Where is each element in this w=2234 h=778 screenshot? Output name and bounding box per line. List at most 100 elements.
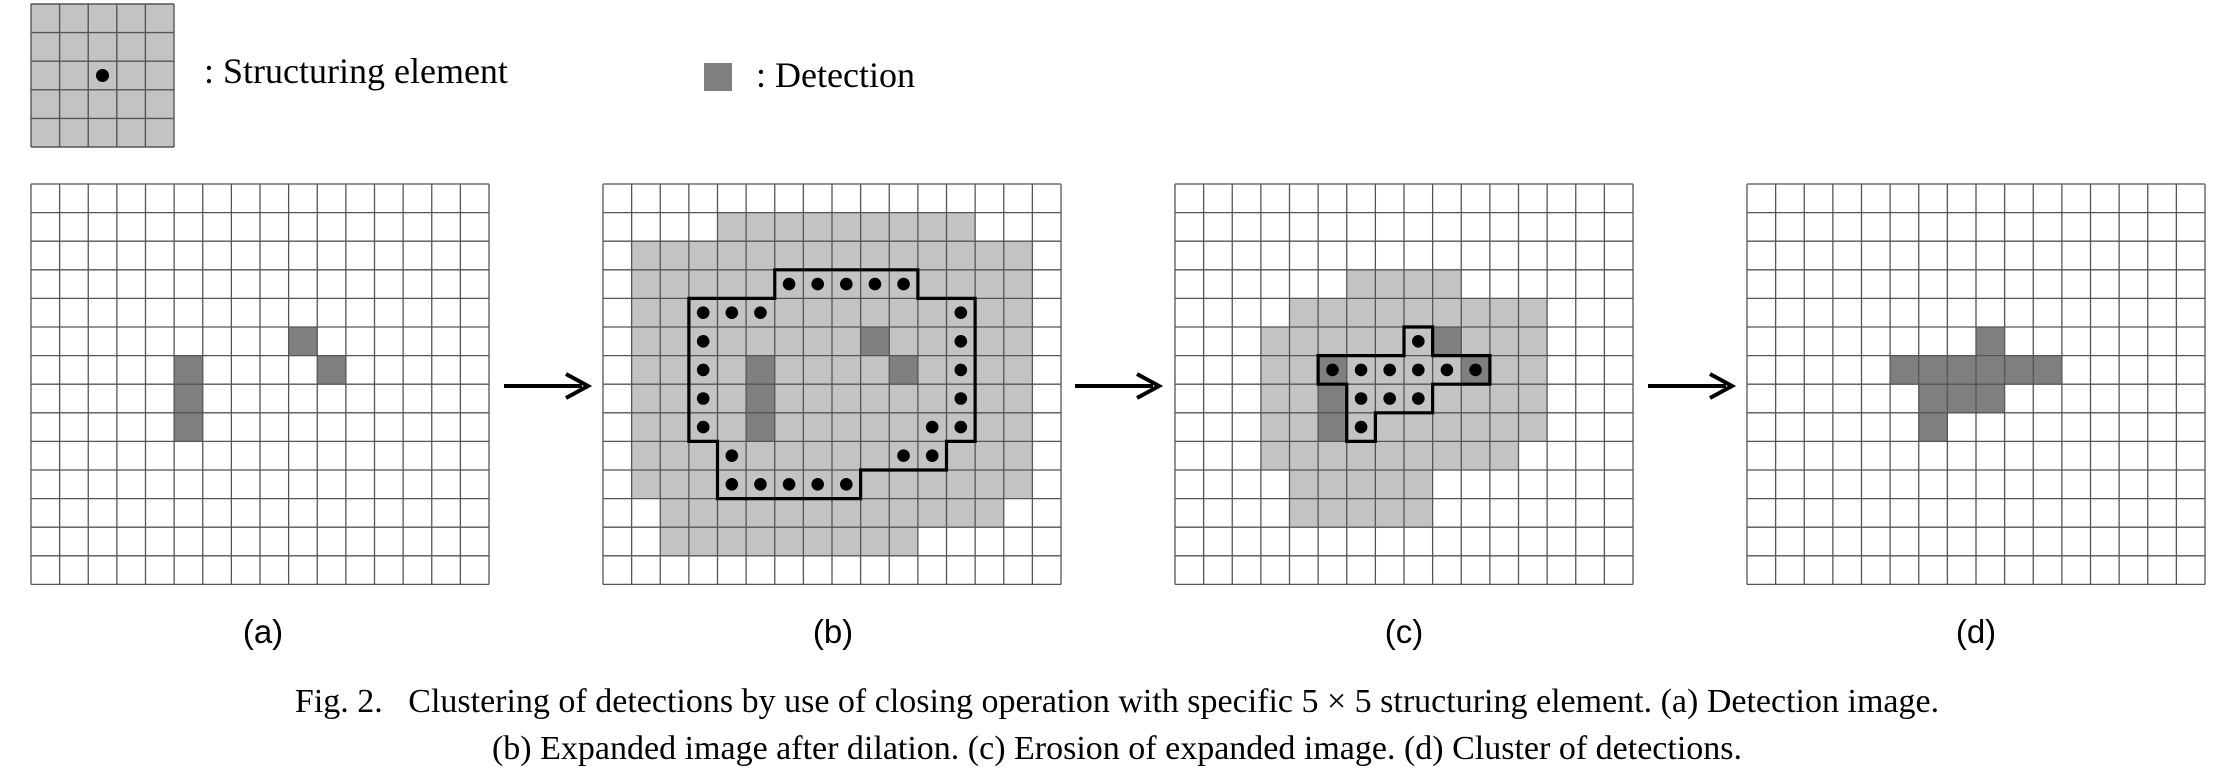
marker-dot	[1354, 420, 1368, 434]
light-cell	[803, 498, 832, 528]
detection-cell	[1318, 412, 1347, 442]
marker-dot	[696, 420, 710, 434]
panel-c-label: (c)	[1385, 613, 1423, 650]
light-cell	[860, 212, 890, 242]
detection-cell	[288, 327, 318, 356]
light-cell	[660, 470, 689, 499]
light-cell	[1404, 441, 1433, 470]
light-cell	[717, 498, 747, 528]
light-cell	[1518, 298, 1548, 327]
light-cell	[803, 241, 832, 270]
light-cell	[832, 298, 861, 327]
marker-dot	[925, 449, 939, 463]
structuring-element-center-dot	[96, 69, 109, 82]
light-cell	[1518, 412, 1548, 442]
detection-cell	[1318, 384, 1347, 413]
marker-dot	[1412, 392, 1425, 405]
marker-dot	[840, 478, 853, 491]
light-cell	[631, 241, 661, 270]
light-cell	[660, 355, 689, 385]
light-cell	[860, 527, 890, 556]
light-cell	[746, 498, 775, 528]
light-cell	[774, 384, 804, 413]
marker-dot	[954, 392, 968, 405]
light-cell	[1289, 355, 1319, 385]
light-cell	[975, 441, 1004, 470]
light-cell	[717, 412, 747, 442]
panel-a-detection-image	[30, 183, 490, 586]
light-cell	[1489, 298, 1519, 327]
light-cell	[832, 498, 861, 528]
detection-cell	[174, 355, 203, 385]
light-cell	[774, 412, 804, 442]
detection-cell	[1432, 327, 1462, 356]
light-cell	[889, 298, 918, 327]
light-cell	[746, 212, 775, 242]
light-cell	[1375, 412, 1404, 442]
light-cell	[660, 441, 689, 470]
light-cell	[1003, 412, 1033, 442]
panel-a-label: (a)	[243, 613, 283, 650]
light-cell	[946, 212, 976, 242]
light-cell	[860, 241, 890, 270]
light-cell	[1404, 269, 1433, 299]
light-cell	[1003, 470, 1033, 499]
light-cell	[975, 269, 1004, 299]
light-cell	[1404, 470, 1433, 499]
light-cell	[660, 327, 689, 356]
panel-b-label: (b)	[813, 613, 853, 650]
light-cell	[1518, 327, 1548, 356]
detection-cell	[1947, 355, 1976, 385]
light-cell	[717, 527, 747, 556]
arrow-c-to-d	[1648, 372, 1737, 400]
light-cell	[688, 470, 718, 499]
marker-dot	[954, 306, 968, 320]
light-cell	[1318, 298, 1347, 327]
marker-dot	[696, 363, 710, 377]
light-cell	[774, 298, 804, 327]
detection-cell	[2004, 355, 2034, 385]
detection-cell	[889, 355, 918, 385]
panel-d-cluster	[1746, 183, 2206, 586]
panel-c-erosion	[1174, 183, 1634, 586]
light-cell	[803, 412, 832, 442]
marker-dot	[811, 277, 824, 291]
light-cell	[975, 470, 1004, 499]
light-cell	[1518, 384, 1548, 413]
marker-dot	[954, 363, 968, 377]
marker-dot	[725, 449, 739, 463]
light-cell	[746, 441, 775, 470]
marker-dot	[868, 277, 882, 291]
detection-cell	[1976, 384, 2005, 413]
light-cell	[631, 470, 661, 499]
structuring-element-legend	[30, 3, 175, 148]
light-cell	[917, 384, 947, 413]
light-cell	[717, 241, 747, 270]
light-cell	[1346, 498, 1376, 528]
light-cell	[975, 355, 1004, 385]
detection-cell	[746, 355, 775, 385]
light-cell	[631, 441, 661, 470]
light-cell	[832, 384, 861, 413]
light-cell	[803, 298, 832, 327]
light-cell	[631, 355, 661, 385]
light-cell	[688, 498, 718, 528]
cluster-outline	[687, 268, 977, 501]
light-cell	[1375, 441, 1404, 470]
marker-dot	[1412, 363, 1425, 377]
light-cell	[631, 384, 661, 413]
light-cell	[917, 470, 947, 499]
light-cell	[1260, 355, 1290, 385]
marker-dot	[840, 277, 853, 291]
light-cell	[832, 241, 861, 270]
light-cell	[1346, 441, 1376, 470]
light-cell	[660, 241, 689, 270]
light-cell	[889, 470, 918, 499]
light-cell	[746, 241, 775, 270]
light-cell	[1289, 384, 1319, 413]
light-cell	[917, 355, 947, 385]
detection-cell	[1976, 355, 2005, 385]
light-cell	[975, 412, 1004, 442]
light-cell	[1489, 412, 1519, 442]
light-cell	[1489, 441, 1519, 470]
